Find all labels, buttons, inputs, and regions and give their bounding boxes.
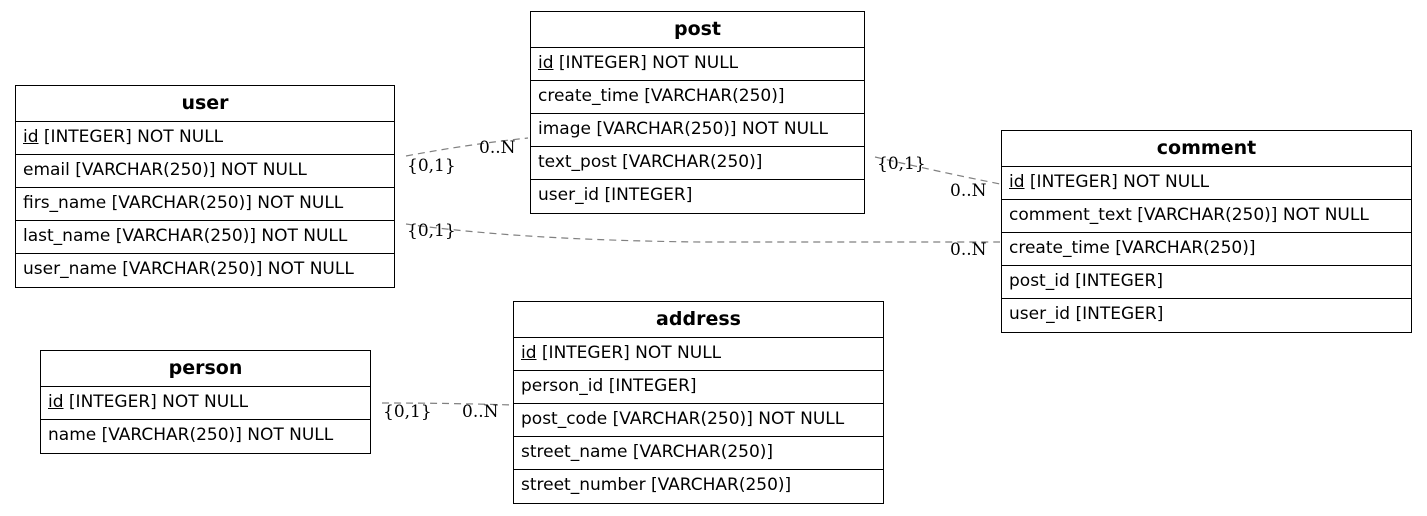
edge-person-address bbox=[381, 402, 513, 406]
entity-post[interactable]: post id [INTEGER] NOT NULL create_time [… bbox=[530, 11, 865, 214]
primary-key: id bbox=[1009, 172, 1025, 192]
entity-address-field-post-code: post_code [VARCHAR(250)] NOT NULL bbox=[514, 404, 883, 437]
entity-person-field-name: name [VARCHAR(250)] NOT NULL bbox=[48, 425, 334, 445]
card-user-comment-to: 0..N bbox=[950, 240, 987, 260]
card-post-comment-from: {0,1} bbox=[877, 154, 926, 174]
entity-post-title: post bbox=[531, 12, 864, 48]
entity-post-field-text-post: text_post [VARCHAR(250)] bbox=[531, 147, 864, 180]
edge-post-comment bbox=[874, 156, 1001, 185]
entity-address-title: address bbox=[514, 302, 883, 338]
entity-comment-field-comment-text: comment_text [VARCHAR(250)] NOT NULL bbox=[1002, 200, 1411, 233]
entity-address-field-street-number: street_number [VARCHAR(250)] bbox=[521, 475, 792, 495]
entity-address-field-street-name: street_name [VARCHAR(250)] bbox=[514, 437, 883, 470]
primary-key: id bbox=[521, 343, 537, 363]
entity-user-field-user-name: user_name [VARCHAR(250)] NOT NULL bbox=[23, 259, 354, 279]
entity-comment-title: comment bbox=[1002, 131, 1411, 167]
entity-user-title: user bbox=[16, 86, 394, 122]
entity-comment-field-id: id [INTEGER] NOT NULL bbox=[1002, 167, 1411, 200]
entity-user[interactable]: user id [INTEGER] NOT NULL email [VARCHA… bbox=[15, 85, 395, 288]
entity-post-field-image: image [VARCHAR(250)] NOT NULL bbox=[531, 114, 864, 147]
primary-key: id bbox=[538, 53, 554, 73]
entity-address[interactable]: address id [INTEGER] NOT NULL person_id … bbox=[513, 301, 884, 504]
entity-person-field-id: id [INTEGER] NOT NULL bbox=[41, 387, 370, 420]
entity-person-title: person bbox=[41, 351, 370, 387]
edge-user-comment bbox=[405, 223, 1000, 243]
card-person-address-from: {0,1} bbox=[383, 402, 432, 422]
entity-person[interactable]: person id [INTEGER] NOT NULL name [VARCH… bbox=[40, 350, 371, 454]
entity-post-field-id: id [INTEGER] NOT NULL bbox=[531, 48, 864, 81]
entity-user-field-last-name: last_name [VARCHAR(250)] NOT NULL bbox=[16, 221, 394, 254]
entity-post-field-create-time: create_time [VARCHAR(250)] bbox=[531, 81, 864, 114]
primary-key: id bbox=[48, 392, 64, 412]
entity-user-field-firs-name: firs_name [VARCHAR(250)] NOT NULL bbox=[16, 188, 394, 221]
edge-user-post bbox=[405, 137, 529, 157]
primary-key: id bbox=[23, 127, 39, 147]
entity-comment[interactable]: comment id [INTEGER] NOT NULL comment_te… bbox=[1001, 130, 1412, 333]
entity-address-field-person-id: person_id [INTEGER] bbox=[514, 371, 883, 404]
entity-comment-field-create-time: create_time [VARCHAR(250)] bbox=[1002, 233, 1411, 266]
entity-user-field-id: id [INTEGER] NOT NULL bbox=[16, 122, 394, 155]
entity-comment-field-user-id: user_id [INTEGER] bbox=[1009, 304, 1164, 324]
card-post-comment-to: 0..N bbox=[950, 181, 987, 201]
card-user-comment-from: {0,1} bbox=[407, 221, 456, 241]
entity-comment-field-post-id: post_id [INTEGER] bbox=[1002, 266, 1411, 299]
entity-user-field-email: email [VARCHAR(250)] NOT NULL bbox=[16, 155, 394, 188]
entity-post-field-user-id: user_id [INTEGER] bbox=[538, 185, 693, 205]
card-user-post-to: 0..N bbox=[479, 138, 516, 158]
entity-address-field-id: id [INTEGER] NOT NULL bbox=[514, 338, 883, 371]
card-user-post-from: {0,1} bbox=[407, 156, 456, 176]
card-person-address-to: 0..N bbox=[462, 402, 499, 422]
